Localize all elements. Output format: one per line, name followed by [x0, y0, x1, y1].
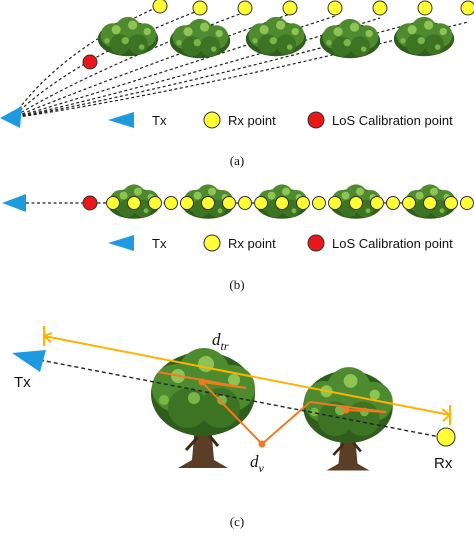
rx-point: [275, 196, 289, 210]
los-calibration-point: [82, 54, 98, 70]
panel-a-rays: [11, 5, 469, 119]
panel-c-caption: (c): [230, 514, 244, 529]
rx-point: [254, 196, 268, 210]
tree-icon: [97, 16, 159, 57]
rx-point: [328, 196, 342, 210]
los-legend-icon: [307, 234, 325, 252]
tx-legend-icon: [108, 235, 134, 251]
rx-legend-label: Rx point: [228, 113, 276, 128]
rx-legend-icon: [203, 111, 221, 129]
tx-icon: [0, 106, 22, 128]
panel-c: Tx Rx dtr dv (c): [12, 326, 456, 529]
dtr-label: dtr: [212, 330, 229, 353]
panel-b-caption: (b): [229, 277, 244, 292]
panel-a-caption: (a): [230, 153, 244, 168]
los-legend-icon: [307, 111, 325, 129]
rx-legend-icon: [203, 234, 221, 252]
rx-point: [372, 0, 388, 16]
rx-point: [238, 196, 252, 210]
los-legend-label: LoS Calibration point: [332, 113, 453, 128]
tree-icon: [169, 18, 231, 59]
tx-legend-icon: [108, 112, 134, 128]
panel-a-rx-points: [152, 0, 474, 16]
rx-point: [386, 196, 400, 210]
tx-icon: [2, 194, 26, 212]
panel-a: Tx Rx point LoS Calibration point (a): [0, 0, 474, 168]
panel-a-legend: Tx Rx point LoS Calibration point: [108, 111, 453, 129]
dv-label: dv: [250, 452, 265, 475]
rx-point: [127, 196, 141, 210]
dtr-dimension: [42, 326, 452, 425]
panel-b-rx-points: [106, 196, 474, 210]
rx-point: [436, 427, 456, 447]
rx-point: [282, 0, 298, 16]
direct-path-line: [39, 359, 441, 438]
tx-label: Tx: [14, 374, 31, 391]
tree-icon: [245, 16, 307, 57]
tree-icon: [319, 18, 381, 59]
los-calibration-point: [82, 195, 98, 211]
rx-point: [327, 0, 343, 16]
rx-point: [164, 196, 178, 210]
los-legend-label: LoS Calibration point: [332, 236, 453, 251]
rx-label: Rx: [434, 455, 453, 472]
rx-point: [402, 196, 416, 210]
rx-point: [349, 196, 363, 210]
tree-icon: [393, 16, 455, 57]
rx-point: [222, 196, 236, 210]
tx-legend-label: Tx: [152, 236, 167, 251]
rx-point: [152, 0, 168, 14]
rx-point: [423, 196, 437, 210]
rx-legend-label: Rx point: [228, 236, 276, 251]
dv-path-nodes: [198, 378, 350, 448]
rx-point: [460, 196, 474, 210]
rx-point: [237, 0, 253, 16]
rx-point: [312, 196, 326, 210]
rx-point: [417, 0, 433, 16]
tx-legend-label: Tx: [152, 113, 167, 128]
rx-point: [180, 196, 194, 210]
panel-b: Tx Rx point LoS Calibration point (b): [2, 184, 474, 292]
rx-point: [192, 0, 208, 16]
rx-point: [444, 196, 458, 210]
rx-point: [201, 196, 215, 210]
rx-point: [370, 196, 384, 210]
tree-icon: [301, 365, 395, 472]
rx-point: [296, 196, 310, 210]
panel-b-legend: Tx Rx point LoS Calibration point: [108, 234, 453, 252]
rx-point: [460, 0, 474, 16]
rx-point: [106, 196, 120, 210]
rx-point: [148, 196, 162, 210]
tx-icon: [12, 350, 46, 372]
